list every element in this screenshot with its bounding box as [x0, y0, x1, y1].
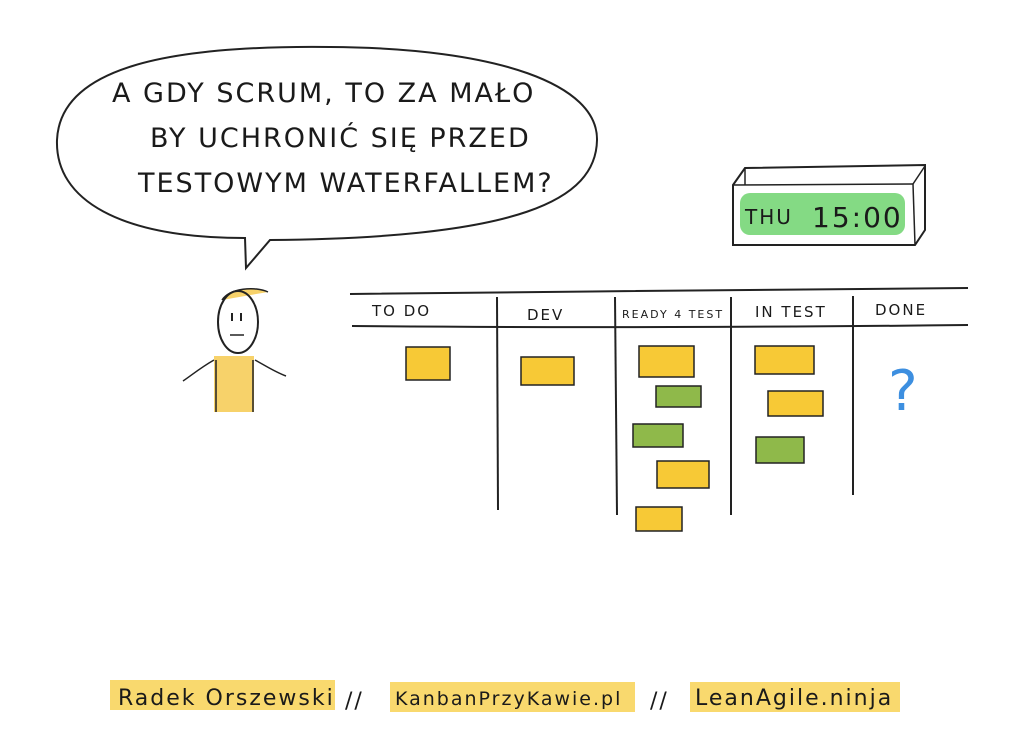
website-link-kanbanprzykawie[interactable]: KanbanPrzyKawie.pl — [395, 688, 622, 710]
card — [656, 460, 710, 489]
alarm-clock: THU 15:00 — [732, 163, 926, 246]
card — [632, 423, 684, 448]
website-link-leanagile[interactable]: LeanAgile.ninja — [695, 686, 893, 711]
bubble-line-1: A GDY SCRUM, TO ZA MAŁO — [112, 78, 535, 109]
footer-credits: Radek Orszewski // KanbanPrzyKawie.pl //… — [110, 680, 900, 714]
column-header-todo: TO DO — [371, 302, 431, 320]
clock-day: THU — [744, 205, 793, 229]
clock-time: 15:00 — [812, 201, 903, 234]
column-header-dev: DEV — [527, 306, 564, 324]
done-question-mark: ? — [888, 359, 918, 424]
column-header-in-test: IN TEST — [755, 303, 827, 321]
bubble-line-3: TESTOWYM WATERFALLEM? — [137, 168, 554, 199]
column-header-done: DONE — [875, 301, 927, 319]
bubble-line-2: BY UCHRONIĆ SIĘ PRZED — [150, 122, 531, 154]
separator: // — [650, 689, 669, 714]
card — [638, 345, 695, 378]
separator: // — [345, 689, 364, 714]
column-header-ready-for-test: READY 4 TEST — [622, 308, 724, 321]
person-figure — [182, 287, 287, 412]
card — [755, 436, 805, 464]
card — [655, 385, 702, 408]
card — [767, 390, 824, 417]
speech-bubble: A GDY SCRUM, TO ZA MAŁO BY UCHRONIĆ SIĘ … — [55, 45, 599, 271]
author-name: Radek Orszewski — [118, 686, 335, 711]
kanban-board: TO DO DEV READY 4 TEST IN TEST DONE ? — [349, 287, 969, 532]
card — [405, 346, 451, 381]
card — [520, 356, 575, 386]
card — [754, 345, 815, 375]
card — [635, 506, 683, 532]
